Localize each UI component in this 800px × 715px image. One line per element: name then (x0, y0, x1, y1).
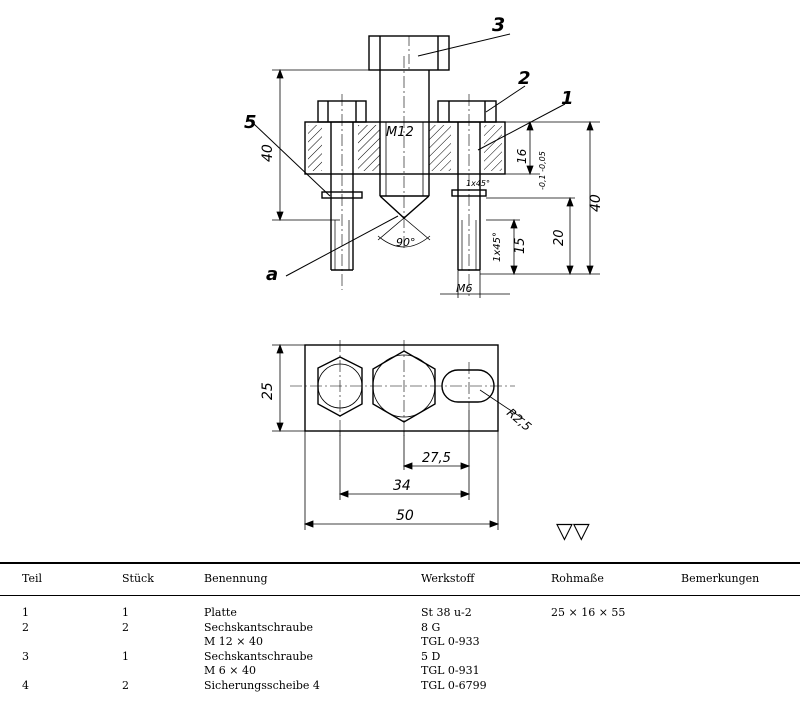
cell-stueck: 1 (122, 606, 129, 619)
table-row: 1 1 Platte St 38 u-2 25 × 16 × 55 (0, 606, 800, 621)
dim-16: 16 (515, 148, 529, 164)
plate-top (304, 344, 499, 432)
dim-15: 15 (513, 237, 528, 254)
dim-27-5: 27,5 (422, 451, 451, 466)
cell-bemerkungen (681, 664, 800, 679)
callout-2: 2 (518, 68, 531, 89)
header-werkstoff: Werkstoff (421, 562, 551, 596)
cell-benennung: M 6 × 40 (204, 664, 256, 677)
dim-25: 25 (260, 382, 276, 400)
cell-werkstoff: TGL 0-6799 (421, 678, 487, 692)
table-row: M 6 × 40 TGL 0-931 (0, 664, 800, 679)
cell-rohmasse: 25 × 16 × 55 (551, 606, 626, 619)
dim-34: 34 (393, 478, 411, 494)
slot-top (441, 369, 495, 403)
table-row: M 12 × 40 TGL 0-933 (0, 635, 800, 650)
cell-stueck (122, 635, 204, 650)
header-teil: Teil (0, 562, 122, 596)
dim-20: 20 (552, 229, 567, 246)
cell-benennung: Sicherungsscheibe 4 (204, 678, 320, 692)
dim-m12: M12 (386, 125, 414, 140)
callout-5: 5 (244, 112, 257, 133)
technical-drawing: 3 2 1 5 a 40 M12 90° 16 -0,1 -0,05 1x45°… (244, 14, 604, 544)
cell-bemerkungen (681, 679, 800, 694)
dim-50: 50 (396, 508, 414, 524)
cell-stueck: 2 (122, 620, 129, 634)
cell-rohmasse (551, 635, 681, 650)
cell-bemerkungen (681, 650, 800, 665)
cell-rohmasse (551, 650, 681, 665)
cell-werkstoff: TGL 0-933 (421, 635, 480, 648)
table-row: 3 1 Sechskantschraube 5 D (0, 650, 800, 665)
cell-rohmasse (551, 621, 681, 636)
header-benennung: Benennung (204, 562, 421, 596)
dim-40-left: 40 (260, 144, 276, 162)
cell-teil: 4 (22, 678, 29, 692)
right-small-bolt-head (437, 100, 497, 123)
cell-bemerkungen (681, 606, 800, 621)
dim-r2-5: R2,5 (504, 406, 534, 434)
cell-werkstoff: 8 G (421, 620, 441, 634)
callout-1: 1 (561, 88, 574, 109)
plate-front (304, 121, 506, 175)
cell-teil: 2 (22, 620, 29, 634)
callout-3: 3 (492, 14, 505, 36)
dim-chamfer-bottom: 1x45° (492, 232, 503, 262)
cell-teil: 3 (22, 649, 29, 663)
header-stueck: Stück (122, 562, 204, 596)
cell-stueck (122, 664, 204, 679)
cell-teil (0, 635, 122, 650)
cell-teil: 1 (22, 606, 29, 619)
parts-list-header: Teil Stück Benennung Werkstoff Rohmaße B… (0, 562, 800, 596)
cell-rohmasse (551, 664, 681, 679)
cell-werkstoff: St 38 u-2 (421, 606, 472, 619)
callout-a: a (266, 264, 278, 285)
header-bemerkungen: Bemerkungen (681, 562, 800, 596)
table-row: 2 2 Sechskantschraube 8 G (0, 621, 800, 636)
surface-finish-symbol: ▽▽ (556, 519, 590, 544)
cell-benennung: Sechskantschraube (204, 620, 314, 634)
cell-benennung: Sechskantschraube (204, 649, 314, 663)
cell-werkstoff: TGL 0-931 (421, 664, 480, 677)
cell-teil (0, 664, 122, 679)
dim-90deg: 90° (396, 236, 416, 249)
header-rohmasse: Rohmaße (551, 562, 681, 596)
dim-m6: M6 (456, 282, 473, 295)
cell-stueck: 2 (122, 678, 129, 692)
table-row: 4 2 Sicherungsscheibe 4 TGL 0-6799 (0, 679, 800, 694)
cell-bemerkungen (681, 621, 800, 636)
cell-benennung: M 12 × 40 (204, 635, 263, 648)
cell-benennung: Platte (204, 606, 237, 619)
dim-tolerance: -0,1 -0,05 (538, 151, 547, 190)
dim-chamfer-top: 1x45° (466, 179, 490, 188)
dim-40-right: 40 (588, 194, 604, 212)
cell-rohmasse (551, 679, 681, 694)
cell-stueck: 1 (122, 649, 129, 663)
cell-werkstoff: 5 D (421, 649, 441, 663)
parts-list: Teil Stück Benennung Werkstoff Rohmaße B… (0, 562, 800, 693)
cell-bemerkungen (681, 635, 800, 650)
